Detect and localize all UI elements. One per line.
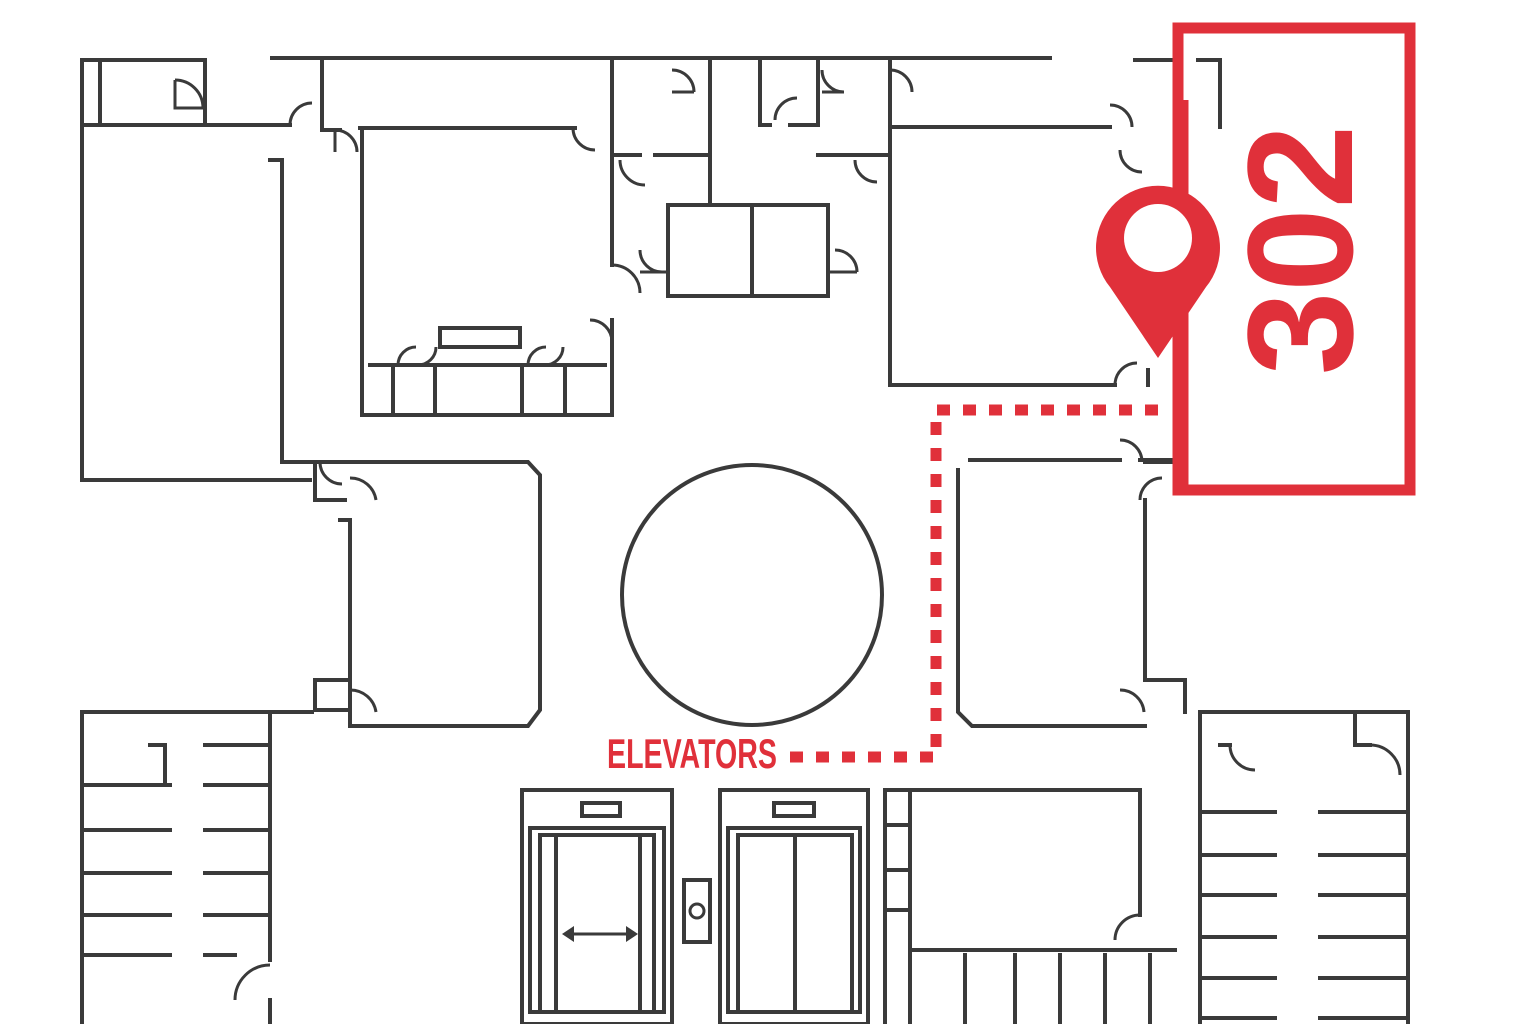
floor-plan-walls — [80, 56, 1410, 1024]
elevator-left — [520, 788, 674, 1024]
door-open-arrows-icon — [562, 926, 638, 942]
location-pin-icon — [1095, 185, 1220, 358]
rotunda — [620, 463, 884, 727]
room-number-label: 302 — [1216, 125, 1384, 375]
door-swings — [173, 68, 1402, 1001]
route-to-room — [790, 404, 1170, 763]
elevator-call-button-icon — [682, 878, 712, 944]
stairs-right — [1198, 810, 1410, 1020]
elevators-label: ELEVATORS — [607, 730, 777, 777]
elevator-right — [718, 788, 870, 1024]
stairs-left — [80, 743, 272, 957]
